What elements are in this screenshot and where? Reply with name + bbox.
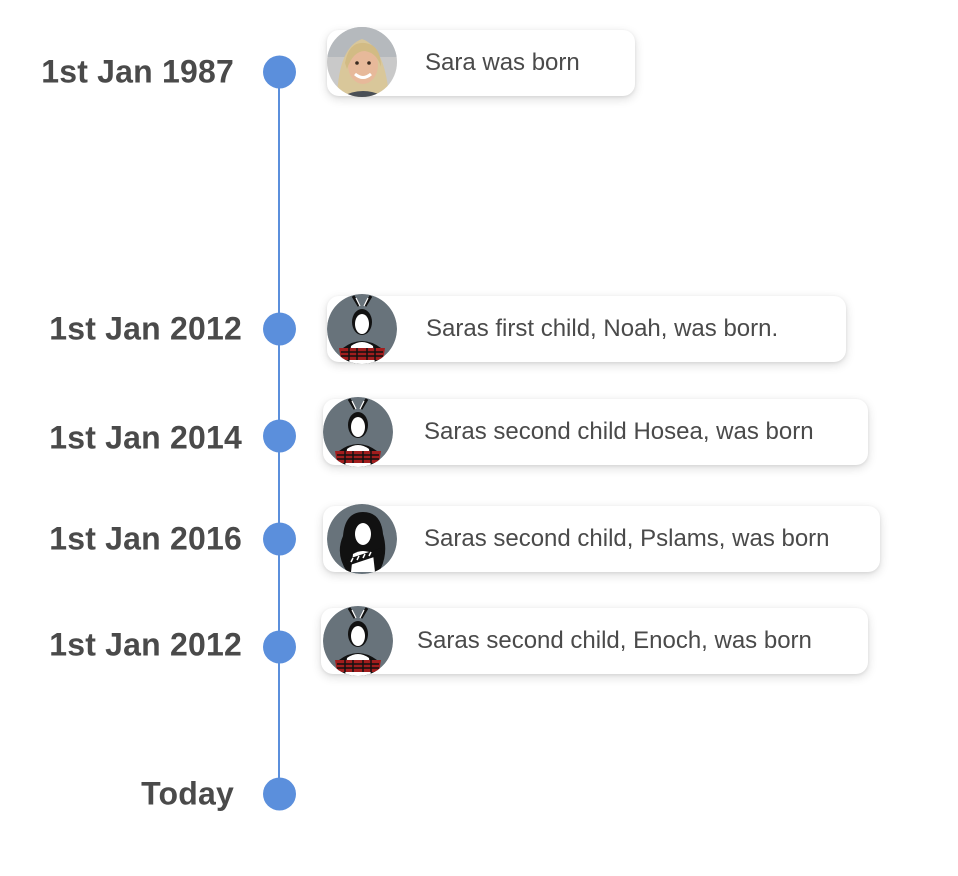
timeline-dot[interactable] <box>263 630 296 664</box>
timeline-dot[interactable] <box>263 522 296 556</box>
profile-photo-avatar <box>327 27 397 97</box>
event-text: Saras second child Hosea, was born <box>424 418 814 445</box>
long-hair-figure-icon <box>327 504 397 574</box>
timeline-dot[interactable] <box>263 55 296 89</box>
event-text: Sara was born <box>425 49 580 76</box>
event-date: 1st Jan 2012 <box>49 310 242 347</box>
kakahu-figure-icon <box>323 606 393 676</box>
event-text: Saras first child, Noah, was born. <box>426 315 779 342</box>
event-card[interactable]: Saras first child, Noah, was born. <box>327 296 846 362</box>
event-date: 1st Jan 1987 <box>41 53 234 90</box>
event-card[interactable]: Saras second child, Enoch, was born <box>321 608 868 674</box>
kakahu-figure-icon <box>327 294 397 364</box>
event-date: 1st Jan 2012 <box>49 626 242 663</box>
timeline-dot[interactable] <box>263 419 296 453</box>
timeline-dot[interactable] <box>263 312 296 346</box>
event-text: Saras second child, Enoch, was born <box>417 627 812 654</box>
event-card[interactable]: Saras second child Hosea, was born <box>323 399 868 465</box>
kakahu-figure-icon <box>323 397 393 467</box>
event-text: Saras second child, Pslams, was born <box>424 525 830 552</box>
timeline-dot[interactable] <box>263 777 296 811</box>
event-date: 1st Jan 2014 <box>49 419 242 456</box>
event-date: 1st Jan 2016 <box>49 520 242 557</box>
event-card[interactable]: Saras second child, Pslams, was born <box>323 506 880 572</box>
today-label: Today <box>141 775 234 812</box>
